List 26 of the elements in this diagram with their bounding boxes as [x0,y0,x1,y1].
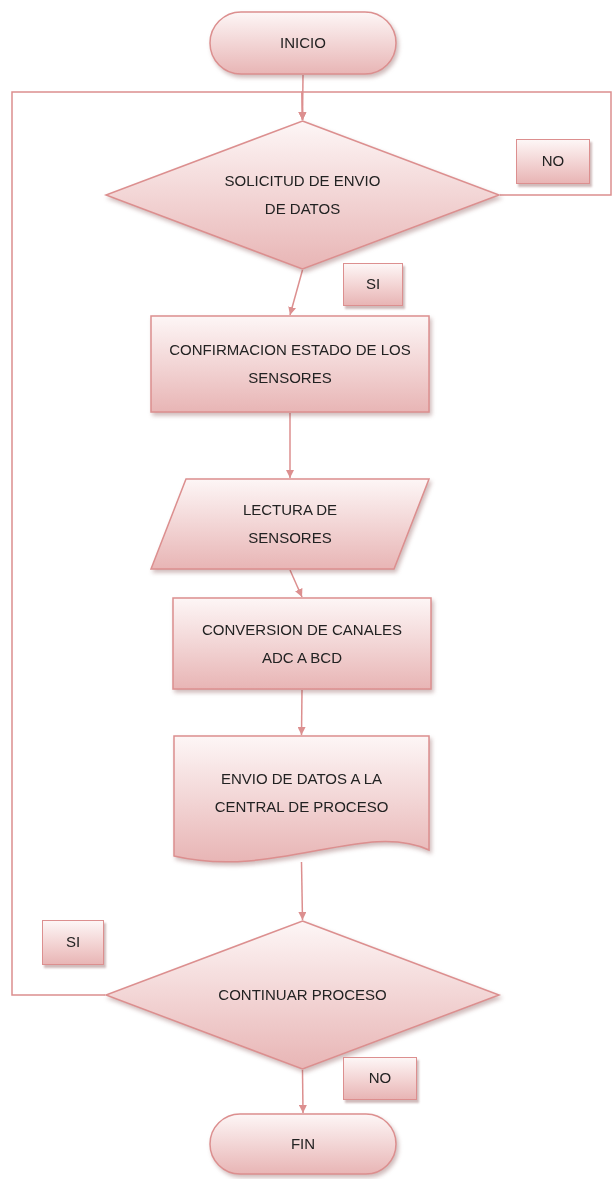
node-label: INICIO [280,33,326,53]
arrow [11,91,307,996]
end-terminal [209,1113,397,1175]
edge-label: SI [42,920,104,965]
start-terminal [209,11,397,75]
node-label: LECTURA DE SENSORES [241,500,339,548]
input-parallelogram [150,478,430,570]
node-label: CONTINUAR PROCESO [218,985,387,1005]
decision-diamond [105,920,500,1070]
process-box [150,315,430,413]
decision-diamond [105,120,500,270]
arrow [286,412,294,479]
process-box [172,597,432,690]
arrow [289,569,303,598]
edge-label: NO [516,139,590,184]
node-label: CONFIRMACION ESTADO DE LOS SENSORES [168,340,412,388]
node-label: SOLICITUD DE ENVIO DE DATOS [223,171,382,219]
arrow [298,1069,307,1114]
node-label: CONVERSION DE CANALES ADC A BCD [200,619,403,668]
node-label: ENVIO DE DATOS A LA CENTRAL DE PROCESO [213,768,390,817]
edge-label: NO [343,1057,417,1100]
node-label: FIN [290,1134,316,1154]
arrow [288,269,304,316]
arrow [298,861,307,921]
arrow [297,689,306,736]
edge-label: SI [343,263,403,306]
